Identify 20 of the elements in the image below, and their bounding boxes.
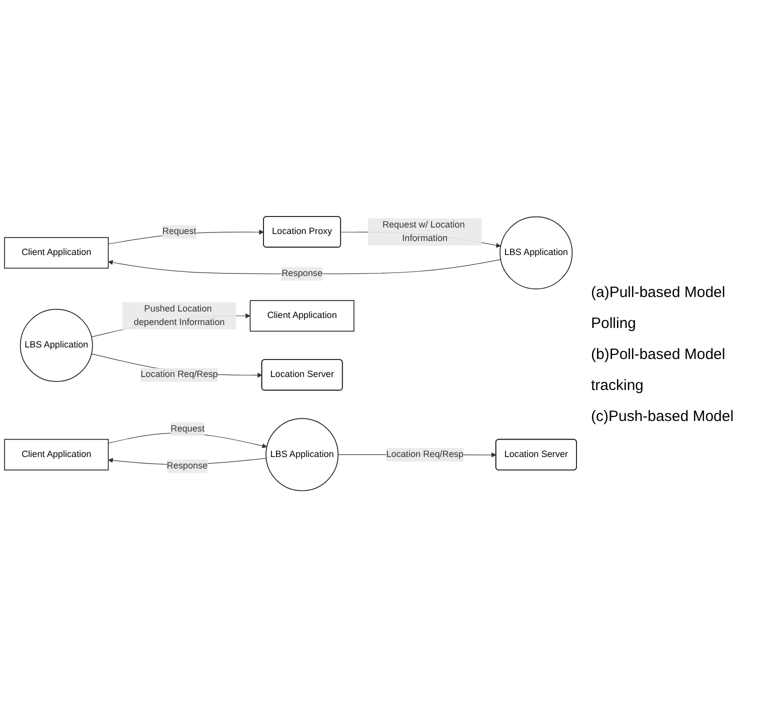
node-circle: LBS Application bbox=[500, 216, 573, 290]
caption-text: tracking bbox=[591, 376, 645, 394]
edge-label: Request bbox=[170, 424, 204, 434]
node-box: Client Application bbox=[4, 439, 109, 471]
node-circle: LBS Application bbox=[20, 309, 93, 382]
node-box: Client Application bbox=[4, 237, 109, 269]
edge-label: Location Req/Resp bbox=[140, 370, 218, 380]
caption-text: (c)Push-based Model bbox=[591, 408, 735, 424]
edge-label: Response bbox=[166, 462, 208, 472]
node-box: Client Application bbox=[250, 300, 354, 332]
node-circle: LBS Application bbox=[266, 418, 339, 492]
caption-text: (b)Poll-based Model bbox=[591, 346, 726, 362]
edge-label: Location Req/Resp bbox=[386, 450, 464, 460]
edge-label: Pushed Location dependent Information bbox=[134, 304, 225, 328]
edge-label: Request w/ Location Information bbox=[382, 220, 465, 244]
edge-label: Request bbox=[162, 227, 196, 237]
caption-text: (a)Pull-based Model bbox=[591, 284, 726, 300]
caption-text: Polling bbox=[591, 314, 638, 332]
edge-label: Response bbox=[282, 269, 322, 279]
arrow bbox=[108, 260, 501, 275]
